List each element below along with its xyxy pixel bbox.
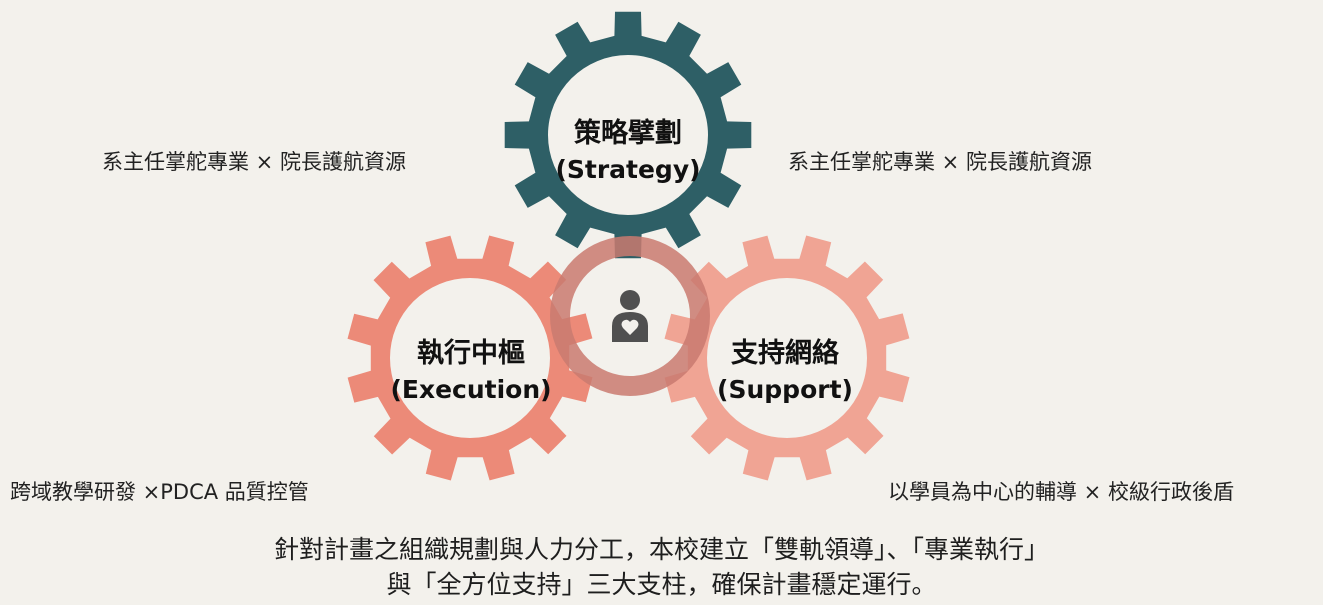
strategy-subtitle: (Strategy) [555,155,700,184]
support-gear [664,235,910,481]
execution-title: 執行中樞 [417,337,525,369]
strategy-gear [504,11,752,259]
support-subtitle: (Support) [717,375,853,404]
label-bottom-right: 以學員為中心的輔導 × 校級行政後盾 [888,480,1234,504]
execution-subtitle: (Execution) [390,375,551,404]
label-top-left: 系主任掌舵專業 × 院長護航資源 [102,150,406,174]
label-bottom-left: 跨域教學研發 ×PDCA 品質控管 [10,480,309,504]
center-overlap-ring [550,236,710,396]
execution-gear [347,235,593,481]
label-top-right: 系主任掌舵專業 × 院長護航資源 [788,150,1092,174]
footer-line-2: 與「全方位支持」三大支柱，確保計畫穩定運行。 [386,570,937,599]
footer-line-1: 針對計畫之組織規劃與人力分工，本校建立「雙軌領導」、「專業執行」 [273,535,1049,564]
person-heart-icon [612,290,648,342]
support-title: 支持網絡 [731,337,840,369]
strategy-title: 策略擘劃 [574,117,682,149]
